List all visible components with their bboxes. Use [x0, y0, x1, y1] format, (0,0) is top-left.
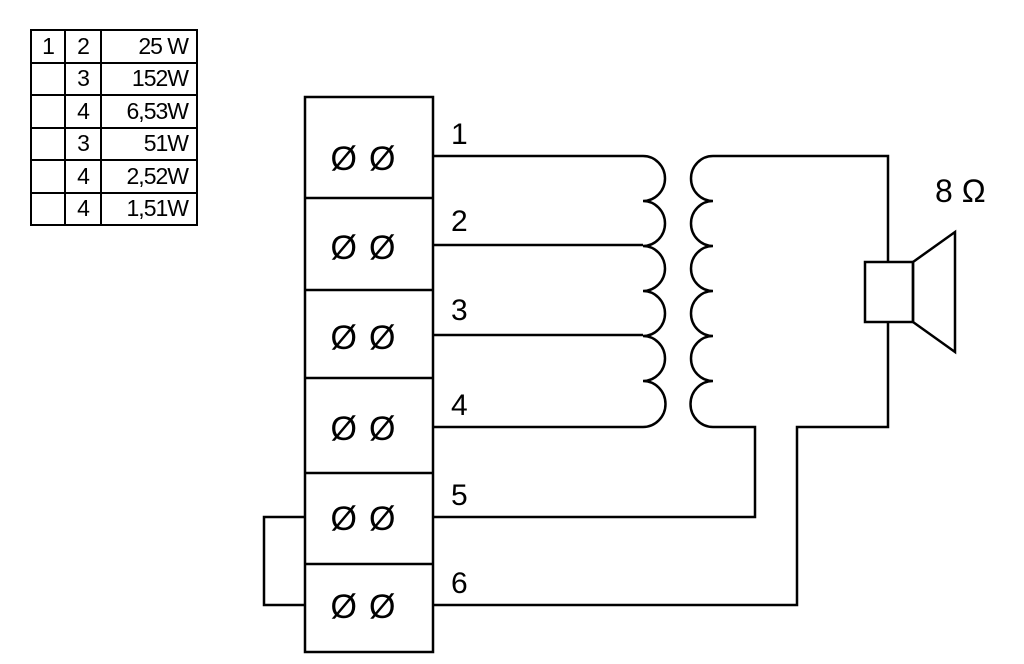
wire-secondary-to-terminal-5: [433, 425, 757, 519]
secondary-winding: [689, 154, 714, 429]
table-cell-tap: 3: [64, 61, 102, 96]
terminal-screw-symbol: ØØ: [331, 410, 408, 448]
table-cell-power: 25 W: [100, 29, 198, 64]
terminal-label-4: 4: [451, 389, 468, 422]
speaker-icon: [863, 229, 957, 355]
speaker-magnet: [863, 260, 915, 324]
table-cell-tap: 2: [64, 29, 102, 64]
table-cell-tap: 4: [64, 191, 102, 226]
speaker-cone: [911, 229, 957, 355]
table-cell-tap: 3: [64, 126, 102, 161]
terminal-label-2: 2: [451, 205, 468, 238]
terminal-screw-symbol: ØØ: [331, 500, 408, 538]
table-cell-tap: 4: [64, 94, 102, 129]
table-row: 3 152W: [30, 61, 198, 96]
table-row: 4 1,51W: [30, 191, 198, 226]
table-row: 4 2,52W: [30, 159, 198, 194]
terminal-label-5: 5: [451, 479, 468, 512]
table-cell-primary: [30, 61, 66, 96]
terminal-label-6: 6: [451, 567, 468, 600]
terminal-block: [303, 95, 435, 654]
terminal-screw-symbol: ØØ: [331, 588, 408, 626]
table-cell-power: 2,52W: [100, 159, 198, 194]
terminal-screw-symbol: ØØ: [331, 319, 408, 357]
terminal-label-1: 1: [451, 118, 468, 151]
wire-secondary-to-terminal-6: [433, 322, 890, 607]
primary-wires: [433, 154, 643, 429]
table-cell-primary: [30, 191, 66, 226]
terminal-block-frame: [303, 95, 435, 654]
table-cell-primary: [30, 94, 66, 129]
speaker-impedance-label: 8 Ω: [935, 173, 986, 209]
table-cell-primary: [30, 159, 66, 194]
table-row: 3 51W: [30, 126, 198, 161]
table-cell-primary: 1: [30, 29, 66, 64]
table-cell-primary: [30, 126, 66, 161]
primary-winding: [642, 154, 667, 429]
table-cell-power: 152W: [100, 61, 198, 96]
table-row: 4 6,53W: [30, 94, 198, 129]
wire-secondary-top: [713, 154, 890, 262]
table-cell-tap: 4: [64, 159, 102, 194]
bridge-wire: [262, 515, 305, 607]
table-cell-power: 6,53W: [100, 94, 198, 129]
tap-power-table: 1 2 25 W 3 152W 4 6,53W 3 51W 4 2,52W 4 …: [30, 29, 198, 226]
table-cell-power: 51W: [100, 126, 198, 161]
table-row: 1 2 25 W: [30, 29, 198, 64]
terminal-label-3: 3: [451, 294, 468, 327]
terminal-screw-symbol: ØØ: [331, 229, 408, 267]
terminal-screw-symbol: ØØ: [331, 140, 408, 178]
table-cell-power: 1,51W: [100, 191, 198, 226]
